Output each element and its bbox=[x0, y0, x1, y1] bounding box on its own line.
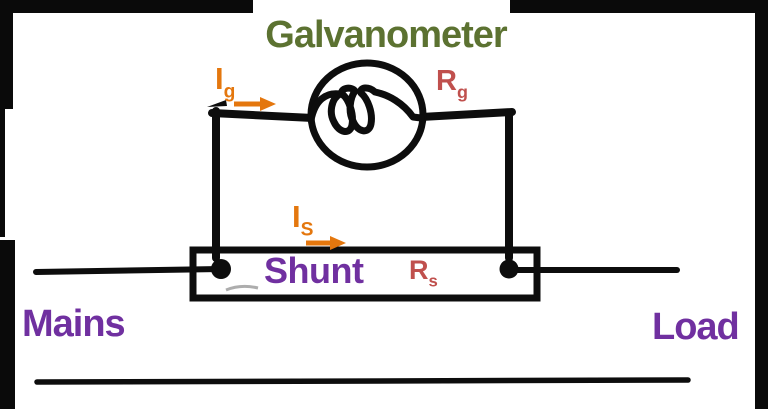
is-arrow-head bbox=[330, 236, 346, 250]
resistance-rs-label: Rs bbox=[409, 257, 438, 290]
frame-top-left bbox=[0, 0, 253, 13]
frame-left-upper bbox=[0, 0, 13, 109]
ig-arrow-icon bbox=[234, 97, 276, 111]
junction-dot-left bbox=[211, 259, 231, 279]
resistance-rs-symbol: R bbox=[409, 255, 429, 285]
current-is-symbol: I bbox=[292, 199, 301, 234]
is-arrow-icon bbox=[306, 236, 346, 250]
current-is-subscript: S bbox=[300, 219, 314, 241]
current-ig-subscript: g bbox=[223, 81, 236, 103]
diagram-title: Galvanometer bbox=[265, 14, 507, 56]
current-is-label: IS bbox=[292, 201, 313, 240]
wire-bottom-return bbox=[34, 377, 691, 385]
galvanometer-coil-icon bbox=[307, 84, 425, 135]
frame-left-middle bbox=[0, 109, 5, 237]
shunt-resistor-box bbox=[189, 246, 541, 302]
frame-right bbox=[755, 0, 768, 409]
resistance-rg-subscript: g bbox=[456, 82, 468, 103]
resistance-rg-label: Rg bbox=[436, 65, 468, 103]
current-ig-symbol: I bbox=[215, 61, 224, 96]
resistance-rs-subscript: s bbox=[428, 271, 438, 291]
ink-smudge bbox=[225, 284, 259, 292]
ink-tick-mark bbox=[207, 100, 227, 107]
load-label: Load bbox=[652, 306, 740, 348]
frame-top-right bbox=[510, 0, 768, 13]
frame-left-lower bbox=[0, 240, 15, 409]
galvanometer-circle bbox=[307, 59, 427, 171]
wire-top-left bbox=[208, 109, 317, 122]
resistance-rg-symbol: R bbox=[436, 65, 457, 97]
ig-arrow-head bbox=[260, 97, 276, 111]
junction-dot-right bbox=[499, 259, 519, 279]
mains-label: Mains bbox=[22, 303, 126, 345]
shunt-label: Shunt bbox=[264, 250, 364, 291]
current-ig-label: Ig bbox=[215, 63, 235, 102]
wire-top-right bbox=[417, 108, 516, 121]
